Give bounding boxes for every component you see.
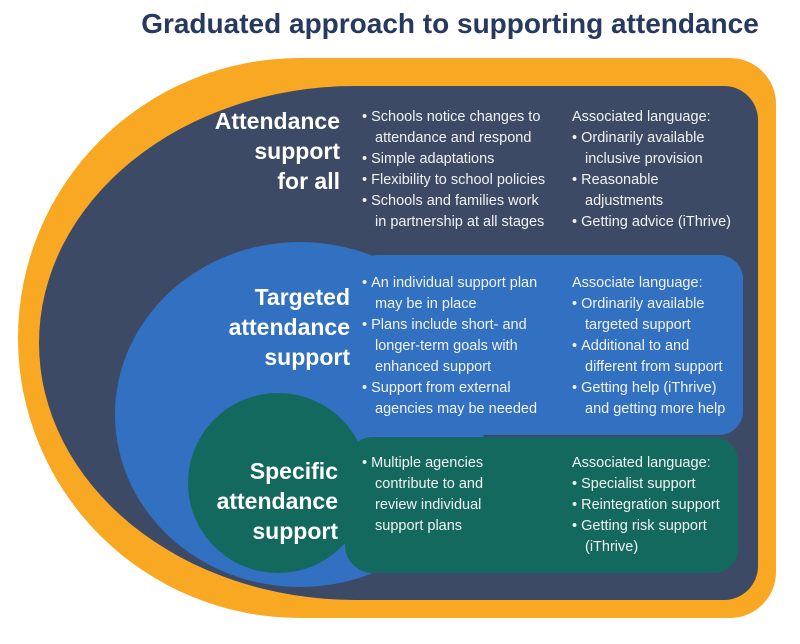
bullet-item: Ordinarily available targeted support xyxy=(572,294,757,336)
bullet-item: Reintegration support xyxy=(572,495,754,516)
language-heading: Associated language: xyxy=(572,455,711,471)
level3-specific-circle xyxy=(188,393,368,573)
section3-language: Associated language: Specialist support … xyxy=(572,453,754,558)
section2-language: Associate language: Ordinarily available… xyxy=(572,273,757,420)
bullet-item: Getting help (iThrive) and getting more … xyxy=(572,378,757,420)
language-heading: Associated language: xyxy=(572,109,711,125)
bullet-item: Multiple agencies contribute to and revi… xyxy=(362,453,540,537)
bullet-item: Schools and families work in partnership… xyxy=(362,191,562,233)
section2-heading: Targeted attendance support xyxy=(228,284,350,370)
section2-points: An individual support plan may be in pla… xyxy=(362,273,567,420)
section1-language: Associated language: Ordinarily availabl… xyxy=(572,107,757,233)
bullet-item: Simple adaptations xyxy=(362,149,562,170)
section1-points: Schools notice changes to attendance and… xyxy=(362,107,562,233)
bullet-item: Ordinarily available inclusive provision xyxy=(572,128,757,170)
section3-points: Multiple agencies contribute to and revi… xyxy=(362,453,540,537)
bullet-item: Support from external agencies may be ne… xyxy=(362,378,567,420)
bullet-item: Getting risk support (iThrive) xyxy=(572,516,754,558)
page-title: Graduated approach to supporting attenda… xyxy=(141,8,759,39)
bullet-item: Schools notice changes to attendance and… xyxy=(362,107,562,149)
language-heading: Associate language: xyxy=(572,275,703,291)
bullet-item: Reasonable adjustments xyxy=(572,170,757,212)
section3-heading: Specific attendance support xyxy=(216,458,338,544)
section1-heading: Attendance support for all xyxy=(214,108,340,194)
bullet-item: Plans include short- and longer-term goa… xyxy=(362,315,567,378)
bullet-item: An individual support plan may be in pla… xyxy=(362,273,567,315)
bullet-item: Getting advice (iThrive) xyxy=(572,212,757,233)
bullet-item: Specialist support xyxy=(572,474,754,495)
bullet-item: Flexibility to school policies xyxy=(362,170,562,191)
bullet-item: Additional to and different from support xyxy=(572,336,757,378)
